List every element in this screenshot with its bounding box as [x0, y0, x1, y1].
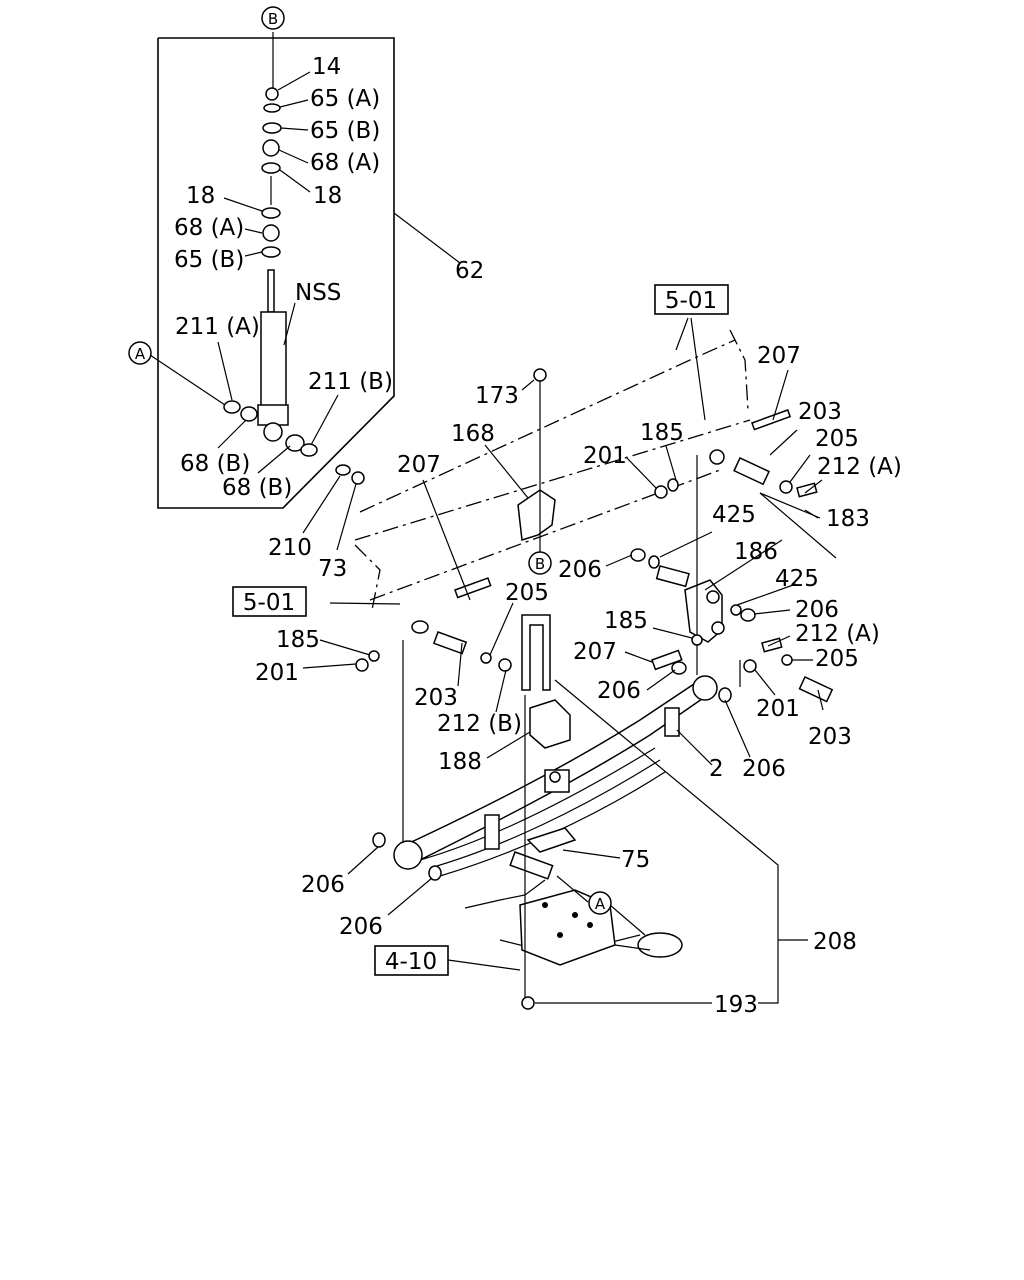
callout-173: 173 — [475, 383, 519, 409]
callout-207-mid: 207 — [397, 452, 441, 478]
ref-5-01-left: 5-01 — [243, 590, 295, 616]
callout-212b: 212 (B) — [437, 711, 522, 737]
callout-68b-left: 68 (B) — [180, 451, 250, 477]
axle-bracket — [464, 879, 683, 966]
marker-b-top-label: B — [268, 10, 278, 28]
callout-206-spring2: 206 — [339, 914, 383, 940]
marker-a-left: A — [128, 341, 152, 365]
callout-206-spring1: 206 — [301, 872, 345, 898]
callout-206-low: 206 — [597, 678, 641, 704]
reference-box-4-10: 4-10 — [374, 945, 449, 976]
callout-65a-top: 65 (A) — [310, 86, 380, 112]
callout-206-right: 206 — [795, 597, 839, 623]
callout-188: 188 — [438, 749, 482, 775]
leader-lines — [149, 71, 837, 1004]
callout-201-top: 201 — [583, 443, 627, 469]
callout-201-low: 201 — [756, 696, 800, 722]
callout-205-right: 205 — [815, 426, 859, 452]
callout-73: 73 — [318, 556, 347, 582]
callout-68b-right: 68 (B) — [222, 475, 292, 501]
callout-2: 2 — [709, 756, 724, 782]
callout-206-mid: 206 — [558, 557, 602, 583]
marker-b-mid: B — [528, 551, 552, 575]
callout-208: 208 — [813, 929, 857, 955]
callout-212a-right: 212 (A) — [817, 454, 902, 480]
leaf-spring — [393, 675, 718, 877]
spring-eye-washers — [372, 832, 442, 881]
marker-a-low-label: A — [595, 895, 606, 913]
callout-205-left: 205 — [505, 580, 549, 606]
callout-185-top: 185 — [640, 420, 684, 446]
u-bolt-assembly — [509, 614, 577, 1010]
callout-65b-low: 65 (B) — [174, 247, 244, 273]
callout-205-low: 205 — [815, 646, 859, 672]
callout-203-left: 203 — [414, 685, 458, 711]
callout-75: 75 — [621, 847, 650, 873]
callout-18-right: 18 — [313, 183, 342, 209]
callout-211b: 211 (B) — [308, 369, 393, 395]
callout-68a-top: 68 (A) — [310, 150, 380, 176]
callout-nss: NSS — [295, 280, 341, 306]
callout-210: 210 — [268, 535, 312, 561]
callout-62: 62 — [455, 258, 484, 284]
shackle-assembly — [684, 449, 725, 675]
callout-185-mid: 185 — [604, 608, 648, 634]
callout-425-low: 425 — [775, 566, 819, 592]
callout-185-left: 185 — [276, 627, 320, 653]
ref-4-10: 4-10 — [385, 949, 437, 975]
front-hanger-hardware — [355, 577, 512, 843]
callout-68a-low: 68 (A) — [174, 215, 244, 241]
callout-193: 193 — [714, 992, 758, 1018]
callout-18-left: 18 — [186, 183, 215, 209]
callout-14: 14 — [312, 54, 341, 80]
callout-183: 183 — [826, 506, 870, 532]
shock-absorber-parts — [223, 32, 365, 485]
callout-labels: 14 65 (A) 65 (B) 68 (A) 18 18 68 (A) 65 … — [174, 54, 902, 1018]
hanger-bracket — [517, 368, 556, 555]
marker-b-top: B — [261, 6, 285, 30]
marker-a-left-label: A — [135, 345, 146, 363]
reference-box-5-01-top: 5-01 — [654, 284, 729, 315]
marker-a-low: A — [588, 891, 612, 915]
rear-shackle-hardware — [630, 409, 834, 703]
reference-box-5-01-left: 5-01 — [232, 586, 307, 617]
callout-168: 168 — [451, 421, 495, 447]
callout-65b-top: 65 (B) — [310, 118, 380, 144]
ref-5-01-top: 5-01 — [665, 288, 717, 314]
callout-207-right: 207 — [757, 343, 801, 369]
callout-212a-low: 212 (A) — [795, 621, 880, 647]
callout-207-low: 207 — [573, 639, 617, 665]
callout-425-top: 425 — [712, 502, 756, 528]
callout-206-far: 206 — [742, 756, 786, 782]
callout-201-left: 201 — [255, 660, 299, 686]
callout-203-low: 203 — [808, 724, 852, 750]
callout-203-right: 203 — [798, 399, 842, 425]
shock-absorber-kit-frame — [157, 37, 461, 509]
callout-211a: 211 (A) — [175, 314, 260, 340]
marker-b-mid-label: B — [535, 555, 545, 573]
callout-186: 186 — [734, 539, 778, 565]
